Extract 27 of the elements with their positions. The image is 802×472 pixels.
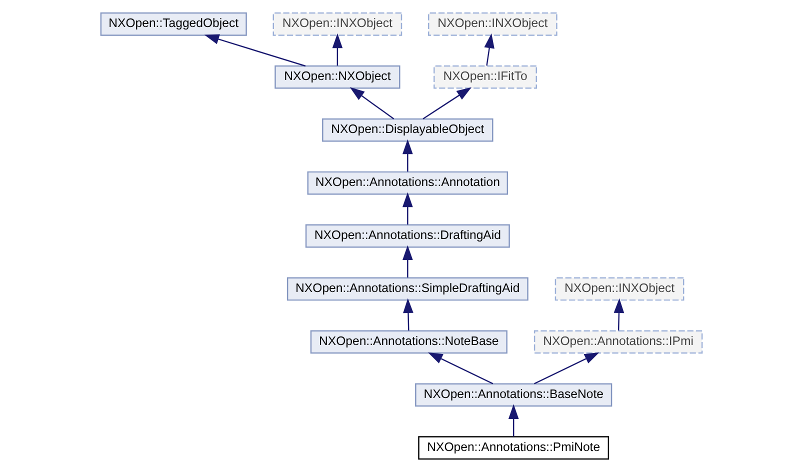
arrow — [427, 352, 493, 384]
arrow — [508, 404, 518, 436]
node-box: NXOpen::Annotations::NoteBase — [310, 330, 507, 354]
node-box: NXOpen::Annotations::Annotation — [306, 171, 508, 195]
arrow — [349, 87, 394, 120]
arrow — [422, 87, 472, 120]
node-box: NXOpen::INXObject — [272, 12, 402, 36]
arrow — [534, 352, 599, 384]
arrow — [402, 192, 412, 225]
arrow — [484, 33, 494, 66]
node-box: NXOpen::Annotations::IPmi — [533, 330, 702, 354]
node-box: NXOpen::Annotations::BaseNote — [414, 383, 612, 407]
node-box: NXOpen::NXObject — [274, 65, 400, 89]
node-box: NXOpen::TaggedObject — [100, 12, 246, 36]
arrow — [402, 139, 412, 172]
arrow — [402, 245, 412, 278]
arrow — [204, 34, 306, 67]
node-box: NXOpen::INXObject — [554, 277, 684, 301]
arrow — [613, 298, 624, 330]
node-box: NXOpen::Annotations::PmiNote — [418, 436, 609, 460]
arrow — [402, 298, 413, 330]
node-box: NXOpen::DisplayableObject — [322, 118, 493, 142]
node-box: NXOpen::INXObject — [427, 12, 557, 36]
node-box: NXOpen::Annotations::DraftingAid — [304, 224, 510, 248]
arrow — [332, 33, 342, 66]
node-box: NXOpen::IFitTo — [433, 65, 536, 89]
node-box: NXOpen::Annotations::SimpleDraftingAid — [286, 277, 528, 301]
